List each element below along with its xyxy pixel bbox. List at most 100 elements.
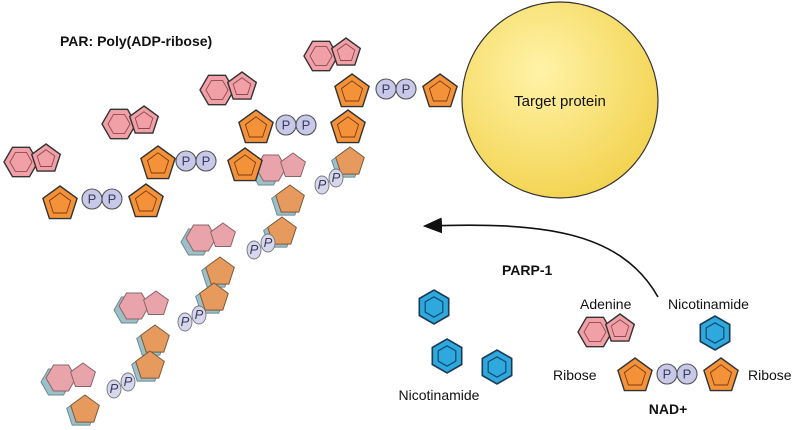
phosphate-label: P (402, 82, 411, 97)
ribose-inner-ring (146, 152, 170, 174)
adenine-pentagon-inner (610, 319, 630, 337)
nicotinamide-inner-ring (705, 322, 725, 344)
ghost-phosphate-label: P (124, 374, 133, 389)
ghost-adenine (180, 222, 236, 256)
ghost-ribose-icon (199, 282, 229, 311)
ribose-pentagon-icon (334, 73, 370, 108)
adenine-ring-icon (3, 143, 62, 178)
nicotinamide-inner-ring (424, 296, 444, 318)
adenine-hexagon (101, 108, 137, 140)
ribose-pentagon-icon (422, 73, 458, 108)
adenine-pentagon (226, 71, 258, 100)
ghost-phosphate-label: P (195, 307, 204, 322)
ghost-unit (201, 256, 235, 288)
ribose-inner-ring (340, 80, 364, 102)
ghost-phosphate-icon (191, 305, 207, 325)
ghost-phosphate-label: P (332, 170, 341, 185)
adenine-pentagon (330, 37, 362, 66)
ribose-inner-ring (428, 80, 452, 102)
ribose-pentagon-icon (703, 357, 739, 392)
target-protein-label: Target protein (514, 93, 606, 110)
phosphate-label: P (382, 82, 391, 97)
ghost-unit (195, 282, 229, 314)
ghost-phosphate-icon (177, 312, 193, 332)
ribose-pentagon-icon (42, 185, 78, 220)
nicotinamide-hexagon-icon (699, 315, 731, 351)
enzyme-label: PARP-1 (502, 262, 553, 278)
ghost-ribose-icon (70, 394, 100, 423)
nad-name-label: NAD+ (649, 401, 688, 417)
ghost-adenine-hexagon (118, 292, 150, 320)
ghost-phosphate-icon (328, 168, 344, 188)
ribose-inner-ring (623, 364, 647, 386)
phosphate-circle-icon (295, 114, 317, 136)
adenine-ring-icon (199, 71, 258, 106)
ghost-phosphate-label: P (250, 242, 259, 257)
ghost-ribose-icon (135, 350, 165, 379)
nicotinamide-hexagon-icon (481, 349, 513, 385)
phosphate-circle-icon (195, 150, 217, 172)
nad-ribose-right-label: Ribose (748, 367, 792, 383)
ghost-adenine (40, 362, 96, 396)
adenine-hexagon (199, 74, 235, 106)
adenine-ring-icon (577, 313, 636, 348)
phosphate-label: P (282, 118, 291, 133)
phosphate-label: P (683, 367, 692, 382)
ghost-phosphate-label: P (181, 314, 190, 329)
ghost-ribose-icon (267, 216, 297, 245)
ghost-unit (136, 324, 170, 356)
ghost-ribose-icon (140, 324, 170, 353)
phosphate-label: P (302, 118, 311, 133)
nicotinamide-inner-ring (437, 345, 457, 367)
adenine-pentagon (30, 143, 62, 172)
ribose-pentagon-icon (617, 357, 653, 392)
ribose-inner-ring (233, 154, 257, 176)
ghost-phosphate-icon (106, 379, 122, 399)
ghost-adenine-hexagon (45, 364, 77, 392)
ghost-adenine (113, 290, 169, 324)
phosphate-label: P (202, 154, 211, 169)
adenine-pentagon-inner (232, 77, 252, 95)
adenine-pentagon-inner (36, 149, 56, 167)
nicotinamide-hexagon-icon (431, 338, 463, 374)
ghost-adenine-pentagon (143, 290, 169, 315)
phosphate-circle-icon (101, 188, 123, 210)
ribose-inner-ring (244, 116, 268, 138)
ghost-unit (131, 350, 165, 382)
adenine-hexagon-inner (9, 151, 33, 173)
phosphate-label: P (88, 192, 97, 207)
ribose-inner-ring (709, 364, 733, 386)
adenine-pentagon-inner (134, 111, 154, 129)
nad-ribose-left-label: Ribose (553, 367, 597, 383)
adenine-ring-icon (101, 105, 160, 140)
phosphate-label: P (182, 154, 191, 169)
ribose-inner-ring (134, 190, 158, 212)
nad-nicotinamide-label: Nicotinamide (668, 296, 749, 312)
target-protein-icon (461, 1, 659, 199)
phosphate-label: P (663, 367, 672, 382)
ghost-unit (271, 184, 305, 216)
ghost-unit (66, 394, 100, 426)
ghost-ribose-icon (275, 184, 305, 213)
adenine-pentagon-inner (336, 43, 356, 61)
adenine-pentagon (128, 105, 160, 134)
nicotinamide-hexagon-icon (418, 289, 450, 325)
free-nicotinamide-label: Nicotinamide (399, 387, 480, 403)
ghost-phosphate-label: P (318, 177, 327, 192)
ribose-inner-ring (336, 116, 360, 138)
ghost-adenine-pentagon (70, 362, 96, 387)
ribose-inner-ring (48, 192, 72, 214)
phosphate-label: P (108, 192, 117, 207)
ghost-ribose-icon (205, 256, 235, 285)
ghost-phosphate-icon (246, 240, 262, 260)
ghost-phosphate-label: P (110, 381, 119, 396)
adenine-hexagon-inner (107, 113, 131, 135)
nicotinamide-inner-ring (487, 356, 507, 378)
adenine-hexagon-inner (205, 79, 229, 101)
ghost-ribose-icon (335, 146, 365, 175)
ribose-pentagon-icon (128, 183, 164, 218)
